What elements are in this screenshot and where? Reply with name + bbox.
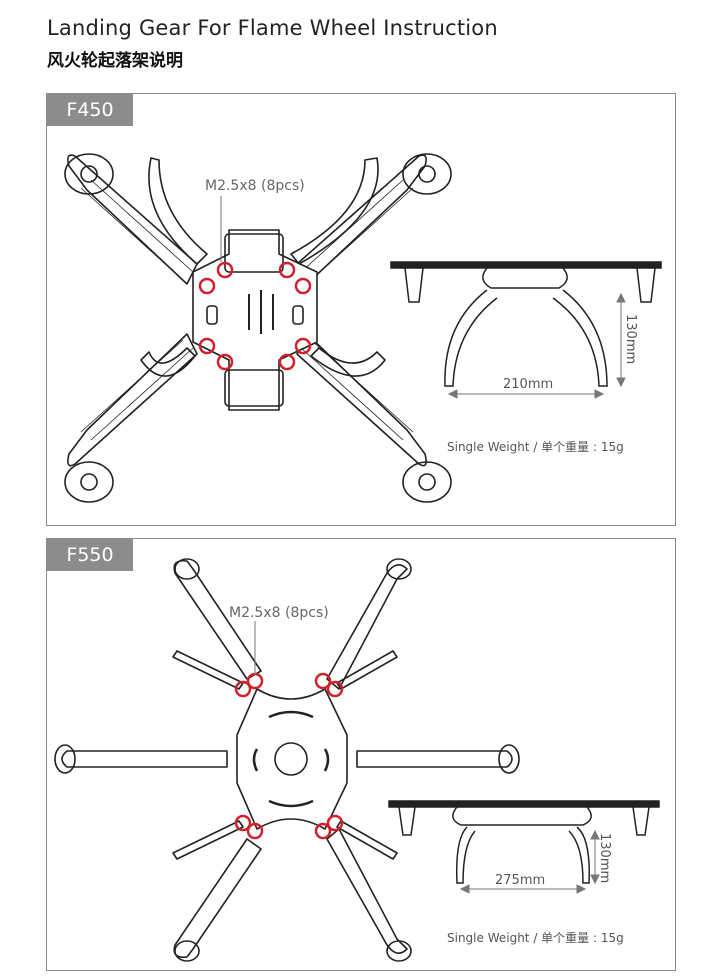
screw-highlight [278,353,296,371]
screw-highlight [294,277,312,295]
screw-highlight [198,337,216,355]
frame-arm [326,828,408,954]
f450-panel: F450 [46,93,676,526]
landing-leg [290,157,379,265]
landing-gear-arch [455,826,590,884]
landing-leg [172,820,244,860]
screw-highlight [198,277,216,295]
landing-leg [336,650,398,690]
center-plate [236,688,348,830]
screw-highlight [234,814,252,832]
screw-highlight [326,814,344,832]
screw-highlight [278,261,296,279]
frame-arm [326,564,408,690]
frame-arm [296,153,452,285]
f550-panel: F550 [46,538,676,971]
landing-leg [140,347,196,377]
frame-arm [296,333,452,503]
screw-highlight [246,672,264,690]
single-weight-label: Single Weight / 单个重量 : 15g [447,440,624,454]
landing-gear-arch [444,289,608,387]
landing-leg [310,347,386,377]
screw-spec-label: M2.5x8 (8pcs) [229,605,329,621]
width-dimension-label: 210mm [503,377,553,392]
model-tab-f550: F550 [47,539,133,571]
height-dimension-label: 130mm [623,314,638,364]
f550-drawing: M2.5x8 (8pcs) 275mm 130mm [54,558,660,962]
height-dimension-label: 130mm [597,833,612,883]
landing-leg [336,820,398,860]
model-tab-f450: F450 [47,94,133,126]
side-view [388,800,660,884]
document-title: Landing Gear For Flame Wheel Instruction [47,16,498,40]
screw-highlight [314,672,332,690]
frame-arm [61,750,228,768]
screw-spec-label: M2.5x8 (8pcs) [205,178,305,194]
single-weight-label: Single Weight / 单个重量 : 15g [447,931,624,945]
frame-arm [173,838,262,959]
f450-drawing: M2.5x8 (8pcs) 210mm 130mm [64,153,662,503]
frame-arm [64,153,198,285]
center-plate [192,229,318,411]
screw-highlight [234,680,252,698]
landing-leg [172,650,244,690]
screw-highlight [246,822,264,840]
screw-highlight [326,680,344,698]
frame-arm [64,333,198,503]
screw-highlight [294,337,312,355]
width-dimension-label: 275mm [495,873,545,888]
screw-highlight [216,353,234,371]
document-title-chinese: 风火轮起落架说明 [47,51,183,71]
screw-highlight [216,261,234,279]
screw-highlight [314,822,332,840]
frame-arm [356,750,513,768]
side-view [390,261,662,387]
landing-leg [148,157,208,265]
